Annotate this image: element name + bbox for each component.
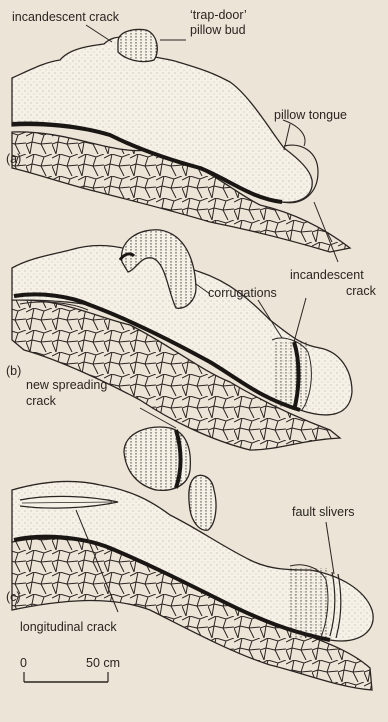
label-incandescent-crack-a: incandescent crack: [12, 10, 119, 24]
panel-c-letter: (c): [6, 590, 21, 604]
panel-a-drawing: [12, 25, 350, 252]
scale-bar: [24, 672, 108, 682]
label-pillow-tongue: pillow tongue: [274, 108, 347, 122]
panel-c-drawing: [12, 408, 373, 690]
label-new-spreading-line2: crack: [26, 394, 56, 408]
panel-b-letter: (b): [6, 364, 21, 378]
label-trap-door-line2: pillow bud: [190, 23, 246, 37]
scale-bar-start-label: 0: [20, 656, 27, 670]
scale-bar-end-label: 50 cm: [86, 656, 120, 670]
panel-a-letter: (a): [6, 152, 21, 166]
label-trap-door-line1: ‘trap-door’: [190, 8, 247, 22]
label-fault-slivers: fault slivers: [292, 505, 355, 519]
label-incandescent-b-line2: crack: [346, 284, 376, 298]
label-longitudinal-crack: longitudinal crack: [20, 620, 117, 634]
label-new-spreading-line1: new spreading: [26, 378, 107, 392]
label-corrugations: corrugations: [208, 286, 277, 300]
label-incandescent-b-line1: incandescent: [290, 268, 364, 282]
